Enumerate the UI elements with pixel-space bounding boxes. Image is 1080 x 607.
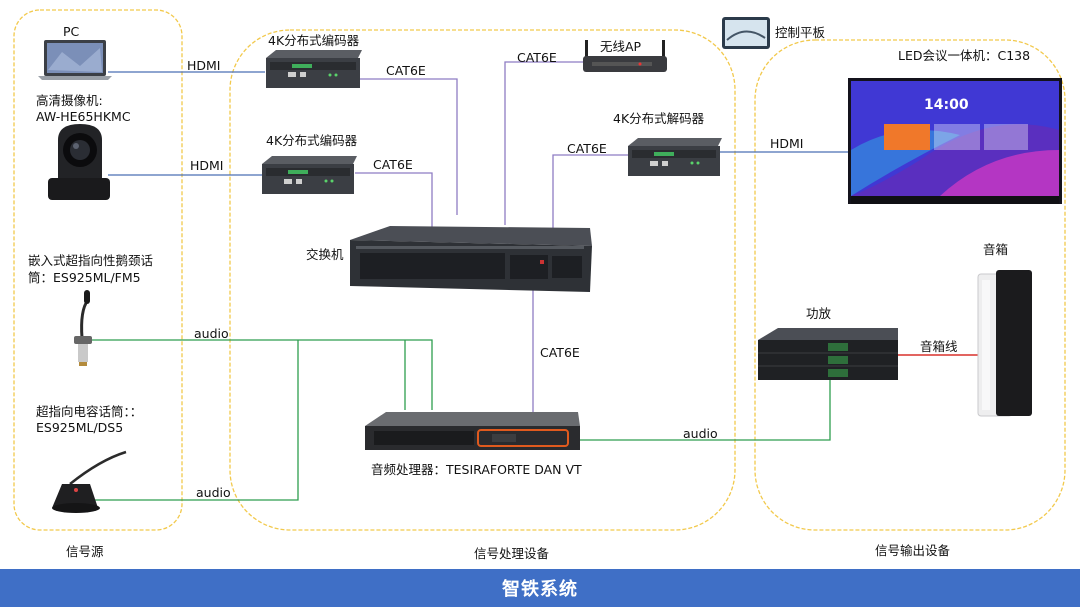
- mic1-audio-label: audio: [194, 326, 229, 341]
- amplifier-device: [758, 328, 898, 380]
- decoder-device: [628, 138, 722, 176]
- mic1-audio-line: [90, 339, 433, 410]
- speaker-label: 音箱: [983, 242, 1009, 257]
- camera-label-line1: 高清摄像机:: [36, 93, 103, 108]
- led-display-label: LED会议一体机：C138: [898, 48, 1031, 63]
- footer-banner: 智铁系统: [0, 569, 1080, 607]
- network-switch-device: [350, 226, 592, 292]
- enc1-cat6e-line: [360, 78, 458, 215]
- decoder-cat6e-label: CAT6E: [567, 141, 607, 156]
- wireless-ap-device: [583, 40, 667, 72]
- footer-title: 智铁系统: [502, 579, 578, 600]
- encoder-2-device: [262, 156, 357, 194]
- enc2-cat6e-line: [355, 172, 433, 232]
- condenser-mic-icon: [52, 450, 127, 513]
- audio-processor-label: 音频处理器：TESIRAFORTE DAN VT: [371, 462, 582, 477]
- wireless-ap-label: 无线AP: [600, 39, 642, 54]
- camera-label-line2: AW-HE65HKMC: [36, 109, 131, 124]
- gooseneck-mic-label-line2: 筒：ES925ML/FM5: [28, 270, 141, 285]
- condenser-mic-label-line1: 超指向电容话筒：：: [36, 404, 143, 419]
- condenser-mic-label-line2: ES925ML/DS5: [36, 420, 124, 435]
- output-region-box: [754, 39, 1066, 531]
- led-display-clock: 14:00: [924, 97, 969, 113]
- speaker-wire-label: 音箱线: [920, 339, 958, 354]
- camera-icon: [48, 124, 110, 200]
- dsp-cat6e-label: CAT6E: [540, 345, 580, 360]
- mic2-audio-line: [95, 340, 299, 501]
- decoder-label: 4K分布式解码器: [613, 111, 705, 126]
- pc-hdmi-label: HDMI: [187, 58, 221, 73]
- decoder-cat6e-line: [552, 154, 630, 232]
- speaker-columns-device: [977, 270, 1032, 417]
- encoder-1-label: 4K分布式编码器: [268, 33, 360, 48]
- gooseneck-mic-icon: [74, 290, 92, 366]
- encoder-2-label: 4K分布式编码器: [266, 133, 358, 148]
- switch-label: 交换机: [306, 247, 344, 262]
- gooseneck-mic-label-line1: 嵌入式超指向性鹅颈话: [28, 253, 154, 268]
- encoder-1-device: [266, 50, 362, 88]
- processing-region-label: 信号处理设备: [474, 546, 550, 561]
- audio-processor-device: [365, 412, 580, 450]
- enc1-cat6e-label: CAT6E: [386, 63, 426, 78]
- led-display-device: [848, 78, 1062, 204]
- camera-hdmi-label: HDMI: [190, 158, 224, 173]
- enc2-cat6e-label: CAT6E: [373, 157, 413, 172]
- source-region-label: 信号源: [66, 544, 104, 559]
- control-tablet-icon: [722, 17, 770, 49]
- processing-region-box: [229, 29, 736, 531]
- output-region-label: 信号输出设备: [875, 543, 951, 558]
- source-region-box: [13, 9, 183, 531]
- decoder-hdmi-label: HDMI: [770, 136, 804, 151]
- ap-cat6e-label: CAT6E: [517, 50, 557, 65]
- amp-audio-line: [578, 378, 831, 441]
- pc-laptop-icon: [38, 40, 112, 80]
- amplifier-label: 功放: [806, 306, 832, 321]
- amp-audio-label: audio: [683, 426, 718, 441]
- control-tablet-label: 控制平板: [775, 25, 826, 40]
- pc-label: PC: [63, 24, 80, 39]
- mic2-audio-label: audio: [196, 485, 231, 500]
- ap-cat6e-line: [504, 61, 583, 225]
